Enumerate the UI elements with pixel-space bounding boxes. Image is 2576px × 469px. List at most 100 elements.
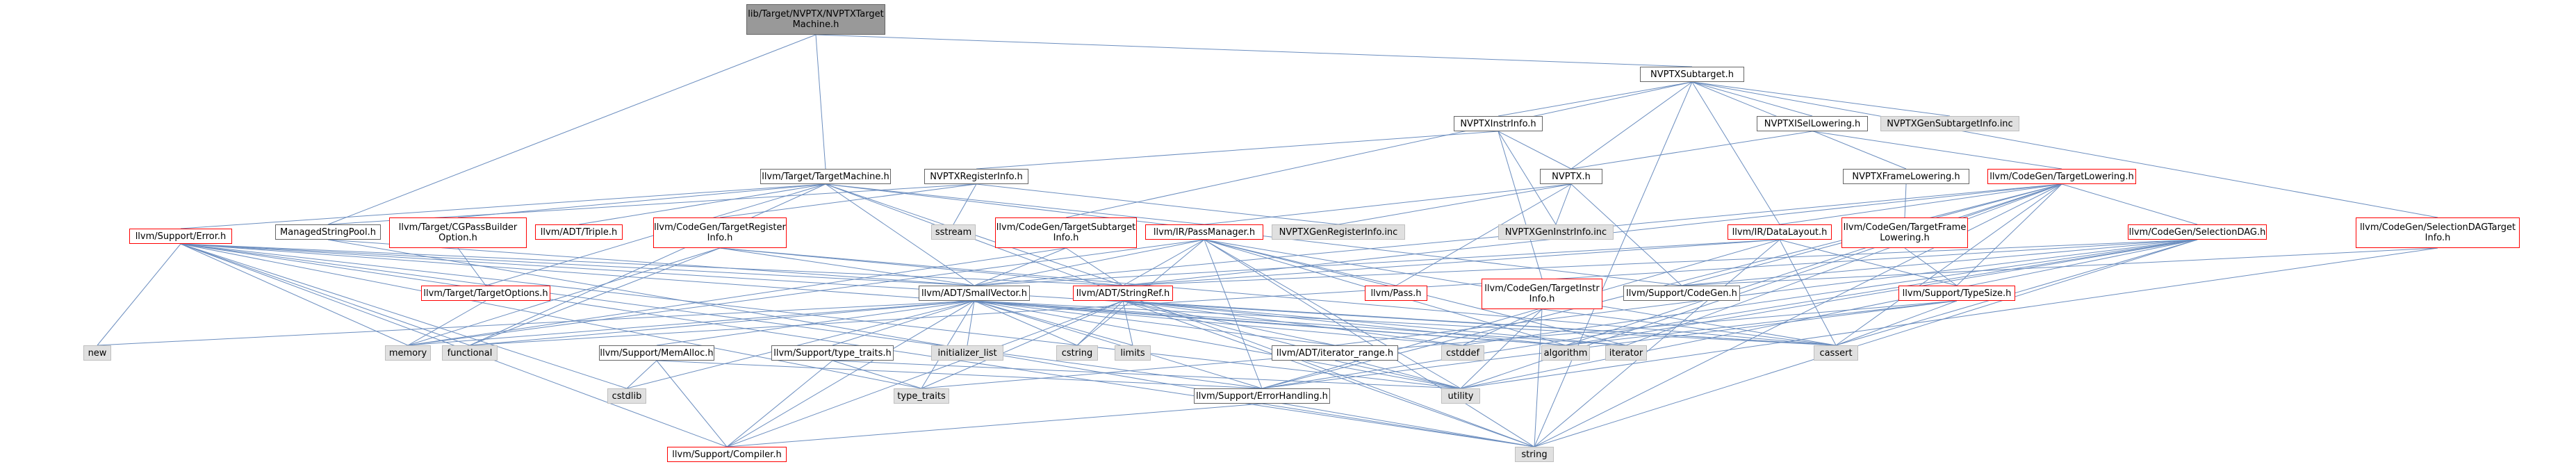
edge-targetregisterinfo-to-memory bbox=[407, 247, 721, 346]
node-selectiondagtargetinfo[interactable]: llvm/CodeGen/SelectionDAGTarget Info.h bbox=[2356, 217, 2520, 248]
node-targetregisterinfo[interactable]: llvm/CodeGen/TargetRegister Info.h bbox=[653, 217, 787, 248]
edge-targetoptions-to-memory bbox=[407, 300, 486, 346]
edge-smallvector-to-algorithm bbox=[974, 300, 1566, 346]
node-limits[interactable]: limits bbox=[1115, 345, 1151, 361]
node-cstddef[interactable]: cstddef bbox=[1441, 345, 1484, 361]
edge-selectiondag-to-string bbox=[1534, 239, 2198, 447]
edge-registerinfo-to-sstream bbox=[953, 183, 977, 225]
node-sstream[interactable]: sstream bbox=[931, 224, 976, 240]
edge-error-to-cstdlib bbox=[180, 243, 627, 389]
edge-selectiondag-to-codegen bbox=[1681, 239, 2198, 286]
edge-targetlowering-to-cassert bbox=[1835, 183, 2062, 346]
edge-subtarget-to-gensubtargetinfo bbox=[1691, 81, 1951, 117]
node-utility[interactable]: utility bbox=[1441, 388, 1480, 404]
edge-selectiondag-to-cassert bbox=[1835, 239, 2198, 346]
edge-datalayout-to-string bbox=[1534, 239, 1780, 447]
node-ir-passmanager[interactable]: llvm/IR/PassManager.h bbox=[1145, 224, 1263, 240]
edge-error-to-functional bbox=[180, 243, 470, 346]
node-support-type-traits[interactable]: llvm/Support/type_traits.h bbox=[771, 345, 894, 361]
node-support-error[interactable]: llvm/Support/Error.h bbox=[129, 229, 232, 244]
node-algorithm[interactable]: algorithm bbox=[1541, 345, 1590, 361]
edge-targetlowering-to-selectiondag bbox=[2061, 183, 2198, 225]
node-string[interactable]: string bbox=[1515, 447, 1554, 462]
node-memory[interactable]: memory bbox=[385, 345, 431, 361]
node-adt-iterator-range[interactable]: llvm/ADT/iterator_range.h bbox=[1272, 345, 1398, 361]
node-iterator[interactable]: iterator bbox=[1605, 345, 1647, 361]
edge-error-to-stringref bbox=[180, 243, 1124, 286]
edge-registerinfo-to-targetregisterinfo bbox=[719, 183, 977, 218]
edge-typetraits_h-to-type_traits bbox=[832, 360, 922, 389]
edge-root-to-managedstringpool bbox=[327, 34, 817, 225]
node-selectiondag[interactable]: llvm/CodeGen/SelectionDAG.h bbox=[2128, 224, 2267, 240]
edge-passmanager-to-memory bbox=[407, 239, 1205, 346]
node-nvptxsubtarget[interactable]: NVPTXSubtarget.h bbox=[1640, 67, 1744, 82]
edge-memalloc-to-compiler bbox=[656, 360, 728, 447]
edge-error-to-algorithm bbox=[180, 243, 1566, 346]
edge-targetinstrinfo-to-cstddef bbox=[1462, 308, 1543, 346]
edge-targetinstrinfo-to-utility bbox=[1460, 308, 1543, 389]
node-cstring[interactable]: cstring bbox=[1056, 345, 1098, 361]
node-targetlowering[interactable]: llvm/CodeGen/TargetLowering.h bbox=[1987, 169, 2136, 184]
node-functional[interactable]: functional bbox=[442, 345, 498, 361]
node-support-errorhandling[interactable]: llvm/Support/ErrorHandling.h bbox=[1194, 388, 1330, 404]
node-nvptxgeninstrinfo[interactable]: NVPTXGenInstrInfo.inc bbox=[1498, 224, 1614, 240]
node-type-traits[interactable]: type_traits bbox=[894, 388, 949, 404]
node-new[interactable]: new bbox=[83, 345, 111, 361]
edge-error-to-memory bbox=[180, 243, 409, 346]
edge-targetlowering-to-iterator bbox=[1625, 183, 2062, 346]
edge-targetregisterinfo-to-cassert bbox=[719, 247, 1837, 346]
node-cstdlib[interactable]: cstdlib bbox=[607, 388, 646, 404]
edge-nvptx-to-passmanager bbox=[1204, 183, 1572, 225]
node-support-typesize[interactable]: llvm/Support/TypeSize.h bbox=[1898, 286, 2015, 301]
node-nvptxregisterinfo[interactable]: NVPTXRegisterInfo.h bbox=[924, 169, 1028, 184]
node-nvptxgensubtargetinfo[interactable]: NVPTXGenSubtargetInfo.inc bbox=[1880, 116, 2019, 131]
node-targetframelowering[interactable]: llvm/CodeGen/TargetFrame Lowering.h bbox=[1841, 217, 1968, 248]
edge-stringref-to-iterator bbox=[1122, 300, 1627, 346]
edge-stringref-to-iterator_range bbox=[1122, 300, 1336, 346]
edge-iterator_range-to-utility bbox=[1334, 360, 1461, 389]
edge-nvptx-to-codegen bbox=[1570, 183, 1682, 286]
node-nvptxgenregisterinfo[interactable]: NVPTXGenRegisterInfo.inc bbox=[1272, 224, 1405, 240]
node-targetinstrinfo[interactable]: llvm/CodeGen/TargetInstr Info.h bbox=[1482, 279, 1602, 309]
node-nvptxframelowering[interactable]: NVPTXFrameLowering.h bbox=[1843, 169, 1969, 184]
node-adt-smallvector[interactable]: llvm/ADT/SmallVector.h bbox=[919, 286, 1030, 301]
edge-smallvector-to-errorhandling bbox=[974, 300, 1263, 389]
edge-instrinfo-to-targetinstrinfo bbox=[1498, 131, 1543, 279]
edge-memalloc-to-cstdlib bbox=[626, 360, 657, 389]
edge-smallvector-to-cstdlib bbox=[626, 300, 975, 389]
edge-smallvector-to-utility bbox=[974, 300, 1461, 389]
node-adt-triple[interactable]: llvm/ADT/Triple.h bbox=[535, 224, 623, 240]
node-support-compiler[interactable]: llvm/Support/Compiler.h bbox=[667, 447, 787, 462]
node-cgpassbuilderoption[interactable]: llvm/Target/CGPassBuilder Option.h bbox=[389, 217, 527, 248]
node-targetsubtargetinfo[interactable]: llvm/CodeGen/TargetSubtarget Info.h bbox=[995, 217, 1137, 248]
node-support-memalloc[interactable]: llvm/Support/MemAlloc.h bbox=[599, 345, 714, 361]
edge-smallvector-to-functional bbox=[469, 300, 975, 346]
root-node-nvptxtargetmachine[interactable]: lib/Target/NVPTX/NVPTXTarget Machine.h bbox=[746, 4, 885, 35]
node-targetoptions[interactable]: llvm/Target/TargetOptions.h bbox=[421, 286, 550, 301]
node-support-codegen[interactable]: llvm/Support/CodeGen.h bbox=[1623, 286, 1740, 301]
node-nvptxisellowering[interactable]: NVPTXISelLowering.h bbox=[1757, 116, 1868, 131]
node-ir-datalayout[interactable]: llvm/IR/DataLayout.h bbox=[1728, 224, 1832, 240]
edge-nvptx-to-geninstrinfo bbox=[1555, 183, 1572, 225]
edge-targetsubtargetinfo-to-smallvector bbox=[974, 247, 1067, 286]
node-initializer-list[interactable]: initializer_list bbox=[931, 345, 1003, 361]
edge-targetinstrinfo-to-string bbox=[1534, 308, 1543, 447]
edge-stringref-to-string bbox=[1122, 300, 1535, 447]
edge-smallvector-to-typetraits_h bbox=[832, 300, 975, 346]
edge-instrinfo-to-registerinfo bbox=[976, 131, 1499, 170]
edge-stringref-to-cstring bbox=[1076, 300, 1124, 346]
edge-stringref-to-limits bbox=[1122, 300, 1133, 346]
node-managedstringpool[interactable]: ManagedStringPool.h bbox=[275, 224, 381, 240]
edge-error-to-type_traits bbox=[180, 243, 922, 389]
node-targetmachine[interactable]: llvm/Target/TargetMachine.h bbox=[760, 169, 891, 184]
node-nvptxinstrinfo[interactable]: NVPTXInstrInfo.h bbox=[1454, 116, 1543, 131]
edge-instrinfo-to-geninstrinfo bbox=[1498, 131, 1557, 225]
node-nvptx[interactable]: NVPTX.h bbox=[1540, 169, 1602, 184]
node-adt-stringref[interactable]: llvm/ADT/StringRef.h bbox=[1073, 286, 1173, 301]
node-pass[interactable]: llvm/Pass.h bbox=[1365, 286, 1427, 301]
edge-smallvector-to-cstddef bbox=[974, 300, 1463, 346]
edge-cgpassbuilder-to-targetoptions bbox=[457, 247, 486, 286]
node-cassert[interactable]: cassert bbox=[1814, 345, 1858, 361]
edge-typesize-to-type_traits bbox=[921, 300, 1958, 389]
edge-targetregisterinfo-to-functional bbox=[469, 247, 721, 346]
